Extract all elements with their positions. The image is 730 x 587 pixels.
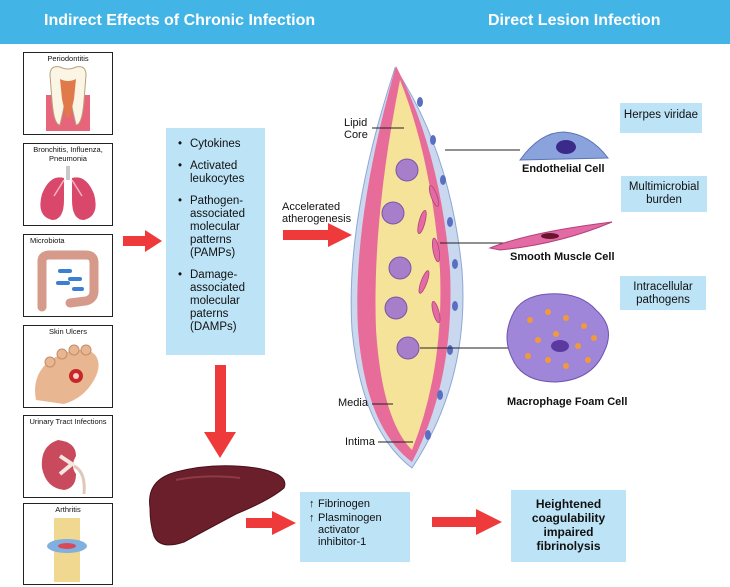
panel-periodontitis: Periodontitis xyxy=(23,52,113,135)
herpes-viridae-box: Herpes viridae xyxy=(620,103,702,133)
panel-arthritis: Arthritis xyxy=(23,503,113,585)
panel-microbiota: Microbiota xyxy=(23,234,113,317)
left-title: Indirect Effects of Chronic Infection xyxy=(44,12,316,29)
endothelial-cell-icon xyxy=(519,131,609,161)
arrow-mediators-to-liver xyxy=(204,365,236,458)
panel-label: Arthritis xyxy=(55,505,81,514)
endothelial-cell-label: Endothelial Cell xyxy=(522,163,605,175)
panel-label: Microbiota xyxy=(30,236,65,245)
foot-ulcer-icon xyxy=(35,344,99,404)
panel-label: Bronchitis, Influenza, Pneumonia xyxy=(33,145,103,163)
colon-icon xyxy=(37,250,99,312)
smooth-muscle-cell-icon xyxy=(488,221,613,251)
kidney-icon xyxy=(41,440,86,495)
mediator-item: Damage-associated molecular paterns (DAM… xyxy=(178,269,259,334)
increase-arrow-icon: ↑ xyxy=(309,512,315,524)
mediators-box: Cytokines Activated leukocytes Pathogen-… xyxy=(166,128,265,355)
lipid-core-label: Lipid Core xyxy=(344,117,368,141)
factor-item: ↑ Fibrinogen xyxy=(309,498,370,510)
header-banner: Indirect Effects of Chronic Infection Di… xyxy=(0,0,730,44)
arrow-liver-to-factors xyxy=(246,511,296,535)
outcome-box: Heightened coagulability impaired fibrin… xyxy=(511,490,626,562)
macrophage-foam-cell-icon xyxy=(506,293,609,383)
atherogenesis-label: Accelerated atherogenesis xyxy=(282,201,352,225)
panel-skin-ulcers: Skin Ulcers xyxy=(23,325,113,408)
panel-label: Urinary Tract Infections xyxy=(29,417,107,426)
increase-arrow-icon: ↑ xyxy=(309,498,315,510)
intima-label: Intima xyxy=(345,436,375,448)
knee-joint-icon xyxy=(47,518,87,582)
right-title: Direct Lesion Infection xyxy=(488,12,661,29)
intracellular-pathogens-box: Intracellular pathogens xyxy=(620,276,706,310)
panel-label: Skin Ulcers xyxy=(49,327,87,336)
tooth-icon xyxy=(46,66,90,131)
media-label: Media xyxy=(338,397,368,409)
panel-urinary-tract: Urinary Tract Infections xyxy=(23,415,113,498)
panel-label: Periodontitis xyxy=(47,54,89,63)
arrow-factors-to-outcome xyxy=(432,509,502,535)
lungs-icon xyxy=(40,166,96,220)
smooth-muscle-cell-label: Smooth Muscle Cell xyxy=(510,251,615,263)
mediator-item: Pathogen-associated molecular patterns (… xyxy=(178,195,259,260)
panel-respiratory: Bronchitis, Influenza, Pneumonia xyxy=(23,143,113,226)
arrow-mediators-to-vessel xyxy=(283,223,352,247)
multimicrobial-burden-box: Multimicrobial burden xyxy=(621,176,707,212)
arrow-infections-to-mediators xyxy=(123,230,162,252)
mediator-item: Cytokines xyxy=(178,138,259,151)
macrophage-foam-cell-label: Macrophage Foam Cell xyxy=(507,396,628,408)
factor-item: ↑ Plasminogen activator inhibitor-1 xyxy=(309,512,382,548)
coagulation-factors-box: ↑ Fibrinogen ↑ Plasminogen activator inh… xyxy=(300,492,410,562)
mediator-item: Activated leukocytes xyxy=(178,160,259,186)
